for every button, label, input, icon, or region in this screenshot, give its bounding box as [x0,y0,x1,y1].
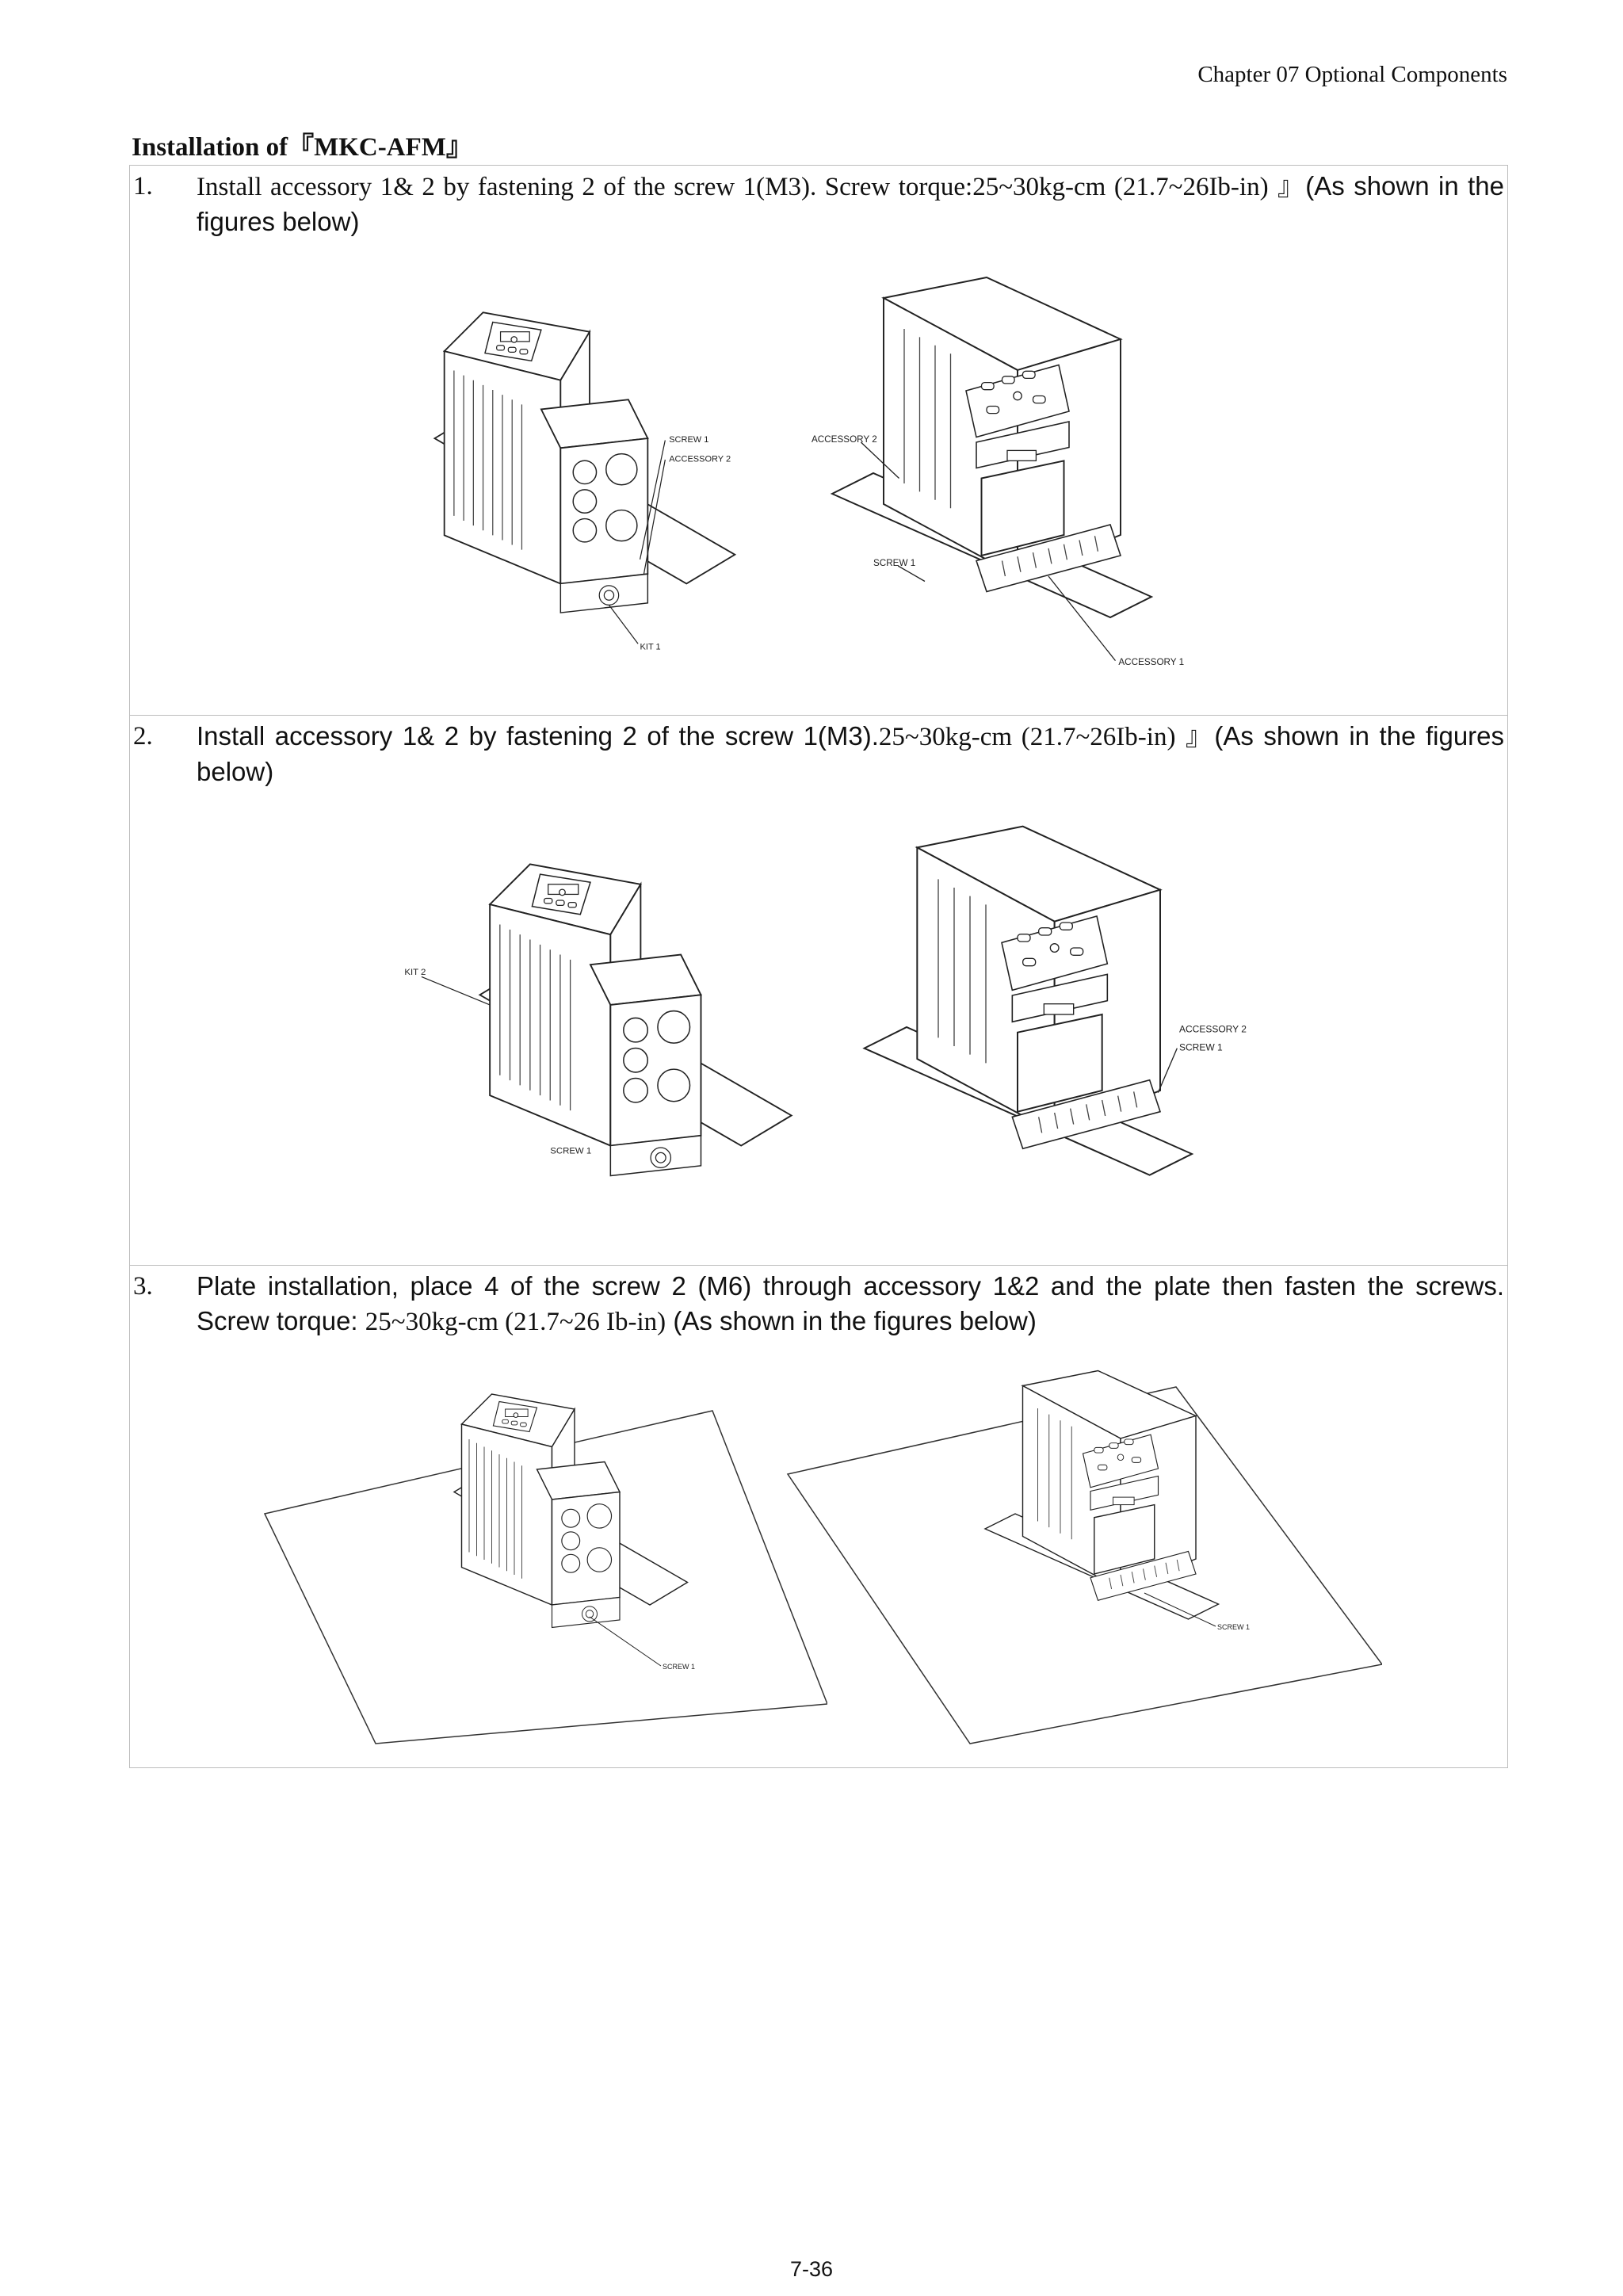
page-number: 7-36 [789,2257,834,2281]
step-number: 1. [133,172,153,201]
step-torque: 25~30kg-cm (21.7~26Ib-in) [878,723,1176,751]
drive-rear-view-figure: ACCESSORY 2 SCREW 1 [863,825,1247,1176]
step-instruction: Install accessory 1& 2 by fastening 2 of… [197,721,879,751]
step-instruction: Plate installation, place 4 of the screw… [197,1271,1504,1335]
drive-front-view-figure: SCREW 1 ACCESSORY 2 KIT 1 [433,311,736,652]
step-1-figures: SCREW 1 ACCESSORY 2 KIT 1 ACCESSORY 2 SC… [130,239,1507,715]
label-screw-1: SCREW 1 [873,558,915,568]
step-body: Install accessory 1& 2 by fastening 2 of… [197,169,1504,239]
step-body: Install accessory 1& 2 by fastening 2 of… [197,719,1504,789]
step-cell-1: 1. Install accessory 1& 2 by fastening 2… [129,165,1508,716]
step-torque: 25~30kg-cm (21.7~26 Ib-in) [365,1308,666,1336]
step-instruction: Install accessory 1& 2 by fastening 2 of… [197,173,1269,201]
label-screw-1: SCREW 1 [669,435,708,445]
label-screw-1: SCREW 1 [1179,1041,1223,1052]
step-text-3: 3. Plate installation, place 4 of the sc… [130,1266,1507,1339]
label-accessory-2: ACCESSORY 2 [669,454,731,464]
step-text-2: 2. Install accessory 1& 2 by fastening 2… [130,716,1507,789]
step-figure-note: 』(As shown in the figures below) [197,171,1505,236]
step-row-3: 3. Plate installation, place 4 of the sc… [129,1265,1508,1768]
label-screw-1: SCREW 1 [1217,1623,1250,1631]
drive-front-view-figure: KIT 2 SCREW 1 [404,863,792,1177]
plate-mount-rear-figure: SCREW 1 [786,1370,1382,1744]
label-screw-1: SCREW 1 [550,1147,591,1156]
step-body: Plate installation, place 4 of the screw… [197,1269,1504,1339]
label-kit-2: KIT 2 [404,968,426,977]
step-row-1: 1. Install accessory 1& 2 by fastening 2… [129,165,1508,716]
step-figure-note: (As shown in the figures below) [666,1306,1037,1335]
section-title: Installation of『MKC-AFM』 [132,133,472,162]
label-screw-1: SCREW 1 [663,1663,695,1671]
step-2-figures: KIT 2 SCREW 1 ACCESSORY 2 SCREW 1 [130,789,1507,1265]
label-accessory-1: ACCESSORY 1 [1118,657,1184,667]
installation-steps-table: 1. Install accessory 1& 2 by fastening 2… [129,165,1508,1768]
step-3-figures: SCREW 1 SCREW 1 [130,1339,1507,1767]
step-cell-2: 2. Install accessory 1& 2 by fastening 2… [129,715,1508,1266]
drive-rear-view-figure: ACCESSORY 2 SCREW 1 ACCESSORY 1 [812,277,1184,667]
label-accessory-2: ACCESSORY 2 [1179,1024,1247,1035]
step-number: 2. [133,722,153,751]
step-row-2: 2. Install accessory 1& 2 by fastening 2… [129,715,1508,1266]
label-accessory-2: ACCESSORY 2 [812,434,877,445]
plate-mount-front-figure: SCREW 1 [263,1393,827,1744]
step-number: 3. [133,1272,153,1301]
chapter-header: Chapter 07 Optional Components [1197,62,1507,87]
step-cell-3: 3. Plate installation, place 4 of the sc… [129,1265,1508,1768]
label-kit-1: KIT 1 [640,643,661,652]
step-figure-note: 』(As shown in the figures below) [197,721,1505,786]
step-text-1: 1. Install accessory 1& 2 by fastening 2… [130,166,1507,239]
